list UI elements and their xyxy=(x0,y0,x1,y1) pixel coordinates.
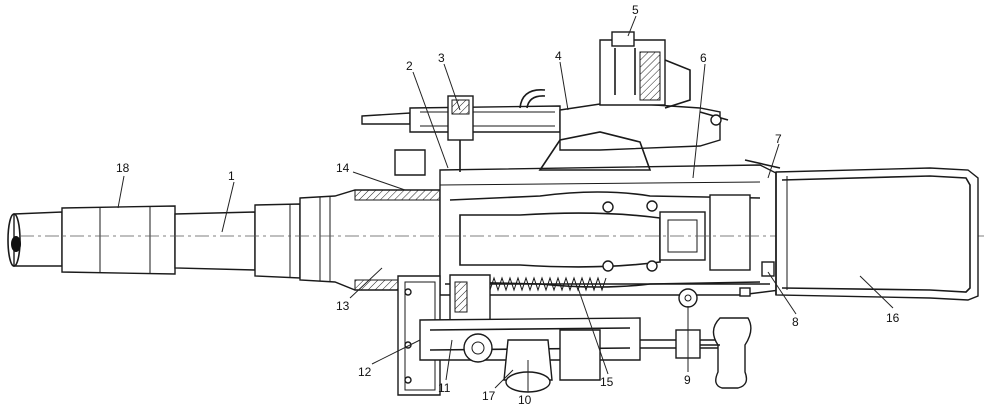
callout-13: 13 xyxy=(336,299,350,313)
lower-mechanism xyxy=(394,149,770,396)
callout-16: 16 xyxy=(886,311,900,325)
leader-lines xyxy=(117,15,894,392)
callout-1: 1 xyxy=(228,169,235,183)
leader-5 xyxy=(627,15,637,37)
callout-6: 6 xyxy=(700,51,707,65)
callout-12: 12 xyxy=(358,365,372,379)
leader-15 xyxy=(577,287,609,375)
leader-7 xyxy=(767,143,780,179)
leader-3 xyxy=(443,63,461,111)
callout-7: 7 xyxy=(775,132,782,146)
callout-2: 2 xyxy=(406,59,413,73)
callout-14: 14 xyxy=(336,161,350,175)
leader-8 xyxy=(767,271,797,315)
callout-3: 3 xyxy=(438,51,445,65)
leader-4 xyxy=(559,61,569,111)
case-deflector xyxy=(739,159,979,301)
leader-12 xyxy=(371,339,421,365)
callout-4: 4 xyxy=(555,49,562,63)
callout-5: 5 xyxy=(632,3,639,17)
callout-11: 11 xyxy=(438,381,451,395)
callout-8: 8 xyxy=(792,315,799,329)
leader-18 xyxy=(117,175,125,209)
callout-17: 17 xyxy=(482,389,496,403)
callout-9: 9 xyxy=(684,373,691,387)
leader-1 xyxy=(221,181,235,233)
top-assembly xyxy=(361,31,729,172)
leader-2 xyxy=(412,71,449,169)
leader-14 xyxy=(352,171,406,191)
leader-16 xyxy=(859,275,894,309)
leader-13 xyxy=(349,267,383,299)
callout-15: 15 xyxy=(600,375,614,389)
leader-11 xyxy=(445,339,453,381)
callout-18: 18 xyxy=(116,161,130,175)
leader-6 xyxy=(692,63,706,179)
barrel xyxy=(7,189,441,291)
callouts: 1 2 3 4 5 6 7 8 9 10 11 12 13 14 15 16 1… xyxy=(116,3,900,407)
breech-body xyxy=(439,164,781,296)
callout-10: 10 xyxy=(518,393,532,407)
leader-17 xyxy=(494,369,514,389)
